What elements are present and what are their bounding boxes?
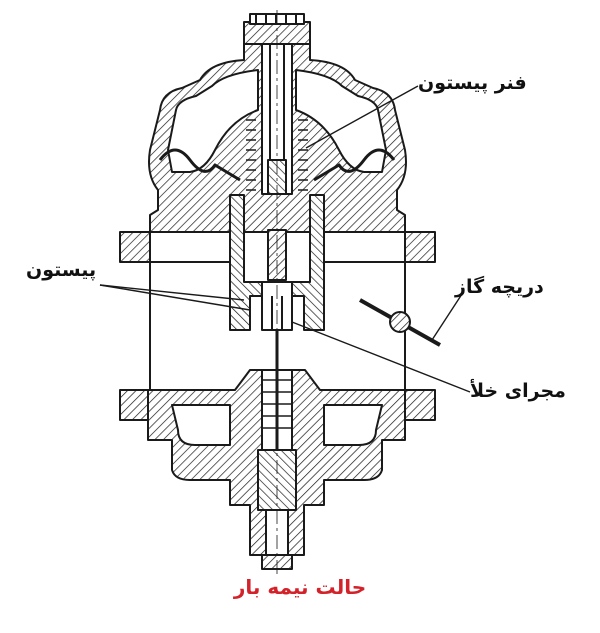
dome-inner — [167, 69, 259, 173]
label-vacuum-passage: مجرای خلأ — [470, 380, 566, 402]
throttle-valve — [359, 298, 441, 347]
label-piston-spring: فنر پیستون — [418, 72, 527, 94]
diagram-caption: حالت نیمه بار — [233, 575, 367, 599]
label-piston: پیستون — [26, 259, 97, 281]
piston — [229, 194, 325, 331]
label-throttle-valve: دریچه گاز — [455, 276, 544, 298]
piston-spring — [246, 119, 308, 191]
diaphragm — [158, 148, 396, 182]
leader-lines — [99, 85, 471, 393]
